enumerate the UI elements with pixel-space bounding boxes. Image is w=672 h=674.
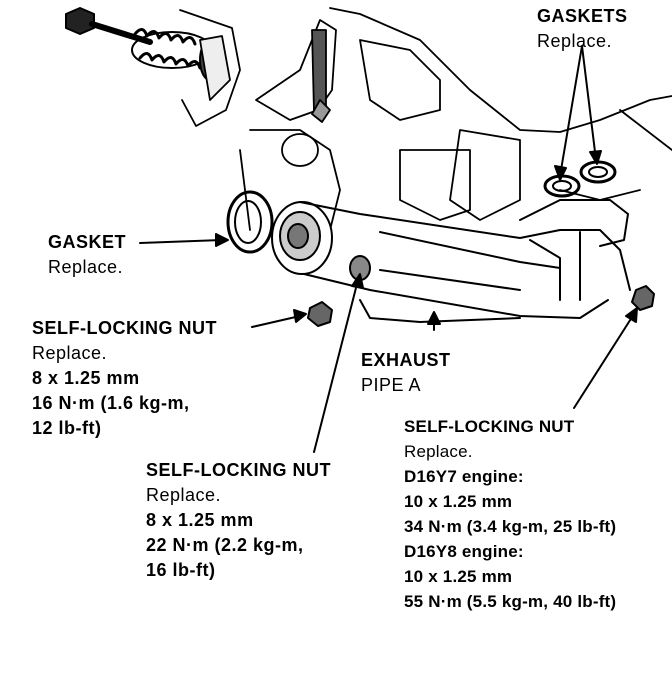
label-exhaust-line-1: EXHAUST: [361, 350, 451, 370]
bolt-with-spring: [65, 7, 221, 81]
label-nut-left-title: SELF-LOCKING NUT: [32, 318, 217, 338]
nut-left: [307, 301, 333, 327]
label-exhaust-pipe-a: EXHAUST PIPE A: [361, 348, 451, 398]
label-nut-center-size: 8 x 1.25 mm: [146, 510, 254, 530]
label-nut-right-note: Replace.: [404, 442, 473, 461]
label-nut-left-size: 8 x 1.25 mm: [32, 368, 140, 388]
label-nut-right-size-a: 10 x 1.25 mm: [404, 492, 513, 511]
label-nut-left-torque-1: 16 N·m (1.6 kg-m,: [32, 393, 190, 413]
label-gasket-left-note: Replace.: [48, 257, 124, 277]
label-nut-center-note: Replace.: [146, 485, 222, 505]
label-nut-center: SELF-LOCKING NUT Replace. 8 x 1.25 mm 22…: [146, 458, 331, 583]
label-gasket-left: GASKET Replace.: [48, 230, 126, 280]
label-nut-center-title: SELF-LOCKING NUT: [146, 460, 331, 480]
label-gaskets-top-title: GASKETS: [537, 6, 628, 26]
label-nut-center-torque-1: 22 N·m (2.2 kg-m,: [146, 535, 304, 555]
leader-lines: [139, 45, 638, 453]
label-nut-right-torque-a: 34 N·m (3.4 kg-m, 25 lb-ft): [404, 517, 617, 536]
label-nut-left: SELF-LOCKING NUT Replace. 8 x 1.25 mm 16…: [32, 316, 217, 441]
label-gasket-left-title: GASKET: [48, 232, 127, 252]
label-nut-right-torque-b: 55 N·m (5.5 kg-m, 40 lb-ft): [404, 592, 617, 611]
label-gaskets-top-note: Replace.: [537, 31, 613, 51]
label-gaskets-top: GASKETS Replace.: [537, 4, 628, 54]
label-nut-right-engine-b: D16Y8 engine:: [404, 542, 524, 561]
label-nut-right-title: SELF-LOCKING NUT: [404, 417, 575, 436]
engine-block: [179, 7, 672, 231]
nut-right: [631, 285, 655, 311]
label-exhaust-line-2: PIPE A: [361, 375, 422, 395]
gasket-left-ring: [226, 190, 274, 254]
label-nut-right-size-b: 10 x 1.25 mm: [404, 567, 513, 586]
label-nut-right-engine-a: D16Y7 engine:: [404, 467, 524, 486]
label-nut-left-note: Replace.: [32, 343, 108, 363]
label-nut-center-torque-2: 16 lb-ft): [146, 560, 216, 580]
exhaust-pipe-a: [271, 199, 631, 323]
label-nut-left-torque-2: 12 lb-ft): [32, 418, 102, 438]
label-nut-right: SELF-LOCKING NUT Replace. D16Y7 engine: …: [404, 414, 616, 614]
